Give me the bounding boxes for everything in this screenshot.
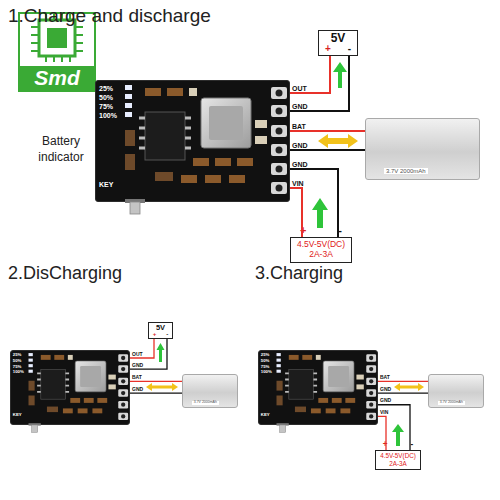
pin-label: VIN: [292, 180, 304, 187]
section-heading: 3.Charging: [255, 264, 343, 282]
wire: [378, 416, 386, 450]
polarity-sign: -: [348, 44, 351, 54]
polarity-sign: +: [383, 441, 388, 449]
output-arrow: [157, 343, 165, 362]
led-percent-label: 25%: [261, 353, 270, 357]
pin-label: VIN: [380, 410, 388, 415]
pin-label: GND: [380, 398, 391, 403]
battery-rating: 3.7V 2000mAh: [384, 168, 428, 174]
wire: [290, 169, 338, 237]
pin-label: OUT: [292, 85, 307, 92]
pcb-board: 25% 50% 75%100% KEY: [10, 350, 130, 425]
battery-rating: 3.7V 2000mAh: [192, 401, 219, 405]
wire: [378, 381, 428, 382]
voltage-label: 5V: [319, 32, 357, 44]
pcb-board: 25% 50% 75%100% KEY: [258, 350, 378, 425]
battery-rating: 3.7V 2000mAh: [438, 401, 465, 405]
logo-chip-core: [47, 28, 67, 48]
pin-label: GND: [380, 387, 391, 392]
polarity-sign: -: [411, 441, 414, 449]
pin-label: GND: [132, 387, 143, 392]
polarity-sign: +: [153, 331, 157, 337]
button-label: KEY: [99, 181, 113, 188]
output-arrow: [333, 62, 347, 88]
pin-label: BAT: [380, 375, 390, 380]
wire: [130, 339, 167, 369]
pin-label: BAT: [132, 375, 142, 380]
wire: [290, 130, 365, 132]
led-percent-label: 50%: [99, 94, 113, 101]
logo-chip-icon: [39, 20, 75, 56]
led-percent-label: 50%: [13, 359, 22, 363]
wire: [290, 56, 330, 93]
button-label: KEY: [13, 413, 22, 417]
power-supply-box: +-4.5V-5V(DC) 2A-3A: [375, 450, 421, 470]
button-label: KEY: [261, 413, 270, 417]
pin-label: BAT: [292, 123, 306, 130]
led-percent-label: 25%: [13, 353, 22, 357]
battery-pack: 3.7V 2000mAh: [182, 374, 238, 408]
battery-arrow: [394, 383, 424, 391]
pcb-parts: [125, 85, 287, 214]
pcb-parts: [29, 353, 129, 432]
pcb-board: 25% 50% 75% 100% KEY: [95, 80, 290, 202]
wire: [290, 188, 302, 237]
input-rating: 4.5V-5V(DC) 2A-3A: [291, 240, 351, 260]
led-percent-label: 75%: [13, 365, 22, 369]
power-supply-box: +-4.5V-5V(DC) 2A-3A: [290, 237, 352, 263]
polarity-sign: -: [338, 225, 342, 236]
led-percent-label: 25%: [99, 85, 113, 92]
callout-label: Battery indicator: [28, 133, 94, 165]
led-percent-label: 75%: [99, 103, 113, 110]
wire: [130, 381, 182, 382]
logo-badge: Smd: [18, 12, 96, 92]
logo-chip-pins: [31, 14, 83, 62]
wire: [290, 149, 365, 151]
battery-arrow: [318, 134, 358, 148]
pin-label: GND: [292, 161, 308, 168]
pin-label: GND: [292, 103, 308, 110]
diagram-title: 1.Charge and discharge: [8, 6, 211, 25]
led-percent-label: 75%: [261, 365, 270, 369]
battery-pack: 3.7V 2000mAh: [428, 374, 484, 408]
pcb-parts: [277, 353, 377, 432]
input-rating: 4.5V-5V(DC) 2A-3A: [376, 452, 420, 467]
section-heading: 2.DisCharging: [8, 264, 122, 282]
battery-arrow: [146, 383, 178, 391]
led-percent-label: 100%: [261, 370, 272, 374]
pin-label: GND: [292, 142, 308, 149]
pin-label: OUT: [132, 352, 143, 357]
input-arrow: [392, 424, 404, 446]
pin-label: GND: [132, 363, 143, 368]
battery-pack: 3.7V 2000mAh: [365, 118, 480, 180]
input-arrow: [312, 198, 328, 228]
polarity-sign: +: [325, 44, 331, 54]
led-percent-label: 50%: [261, 359, 270, 363]
led-percent-label: 100%: [13, 370, 24, 374]
wire: [290, 56, 349, 111]
logo-text: Smd: [20, 66, 94, 90]
output-box: 5V+ -: [318, 30, 358, 56]
output-box: 5V+ -: [148, 322, 173, 339]
voltage-label: 5V: [149, 324, 172, 332]
polarity-sign: -: [166, 331, 168, 337]
wire: [130, 339, 154, 358]
wire: [378, 392, 428, 393]
led-percent-label: 100%: [99, 112, 117, 119]
wire: [378, 405, 410, 450]
polarity-sign: +: [300, 225, 306, 236]
wire: [130, 392, 182, 393]
